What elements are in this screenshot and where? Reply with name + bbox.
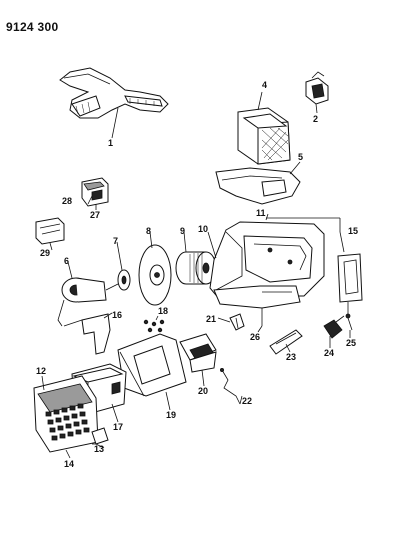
core-retainer bbox=[91, 427, 109, 449]
screw-set bbox=[143, 319, 165, 333]
support-bracket bbox=[63, 313, 111, 355]
heater-core bbox=[33, 375, 99, 453]
main-housing bbox=[209, 217, 341, 309]
callout-24: 24 bbox=[324, 348, 334, 358]
fan-hub bbox=[117, 269, 131, 291]
leader-lines bbox=[41, 91, 351, 459]
callout-20: 20 bbox=[198, 386, 208, 396]
defroster-duct bbox=[59, 67, 169, 119]
seal-pad bbox=[179, 333, 217, 373]
callout-2: 2 bbox=[313, 114, 318, 124]
callout-6: 6 bbox=[64, 256, 69, 266]
callout-10: 10 bbox=[198, 224, 208, 234]
callout-8: 8 bbox=[146, 226, 151, 236]
outlet-frame bbox=[117, 333, 187, 397]
callout-26: 26 bbox=[250, 332, 260, 342]
callout-13: 13 bbox=[94, 444, 104, 454]
callout-16: 16 bbox=[112, 310, 122, 320]
screw bbox=[345, 313, 353, 331]
door-actuator bbox=[323, 315, 345, 339]
callout-11: 11 bbox=[256, 208, 266, 218]
motor-mounting-plate bbox=[138, 244, 172, 306]
diagram-number: 9124 300 bbox=[6, 20, 59, 34]
callout-9: 9 bbox=[180, 226, 185, 236]
relay-module bbox=[81, 177, 109, 207]
blower-resistor bbox=[35, 217, 65, 245]
mounting-strap bbox=[269, 329, 303, 355]
callout-12: 12 bbox=[36, 366, 46, 376]
callout-labels: 1 2 4 5 6 7 8 9 10 11 12 13 14 15 16 17 … bbox=[36, 80, 358, 469]
housing-cover bbox=[215, 167, 301, 205]
seal-block bbox=[305, 71, 329, 105]
callout-19: 19 bbox=[166, 410, 176, 420]
callout-15: 15 bbox=[348, 226, 358, 236]
callout-1: 1 bbox=[108, 138, 113, 148]
callout-21: 21 bbox=[206, 314, 216, 324]
linkage-rod bbox=[219, 367, 241, 405]
callout-18: 18 bbox=[158, 306, 168, 316]
callout-5: 5 bbox=[298, 152, 303, 162]
door-clip bbox=[229, 313, 245, 331]
callout-27: 27 bbox=[90, 210, 100, 220]
blower-motor bbox=[57, 277, 119, 327]
blend-door bbox=[337, 231, 363, 316]
callout-28: 28 bbox=[62, 196, 72, 206]
evaporator-core bbox=[237, 107, 291, 165]
callout-7: 7 bbox=[113, 236, 118, 246]
callout-22: 22 bbox=[242, 396, 252, 406]
callout-25: 25 bbox=[346, 338, 356, 348]
callout-29: 29 bbox=[40, 248, 50, 258]
blower-wheel bbox=[175, 251, 217, 285]
callout-14: 14 bbox=[64, 459, 74, 469]
callout-4: 4 bbox=[262, 80, 267, 90]
callout-17: 17 bbox=[113, 422, 123, 432]
callout-23: 23 bbox=[286, 352, 296, 362]
